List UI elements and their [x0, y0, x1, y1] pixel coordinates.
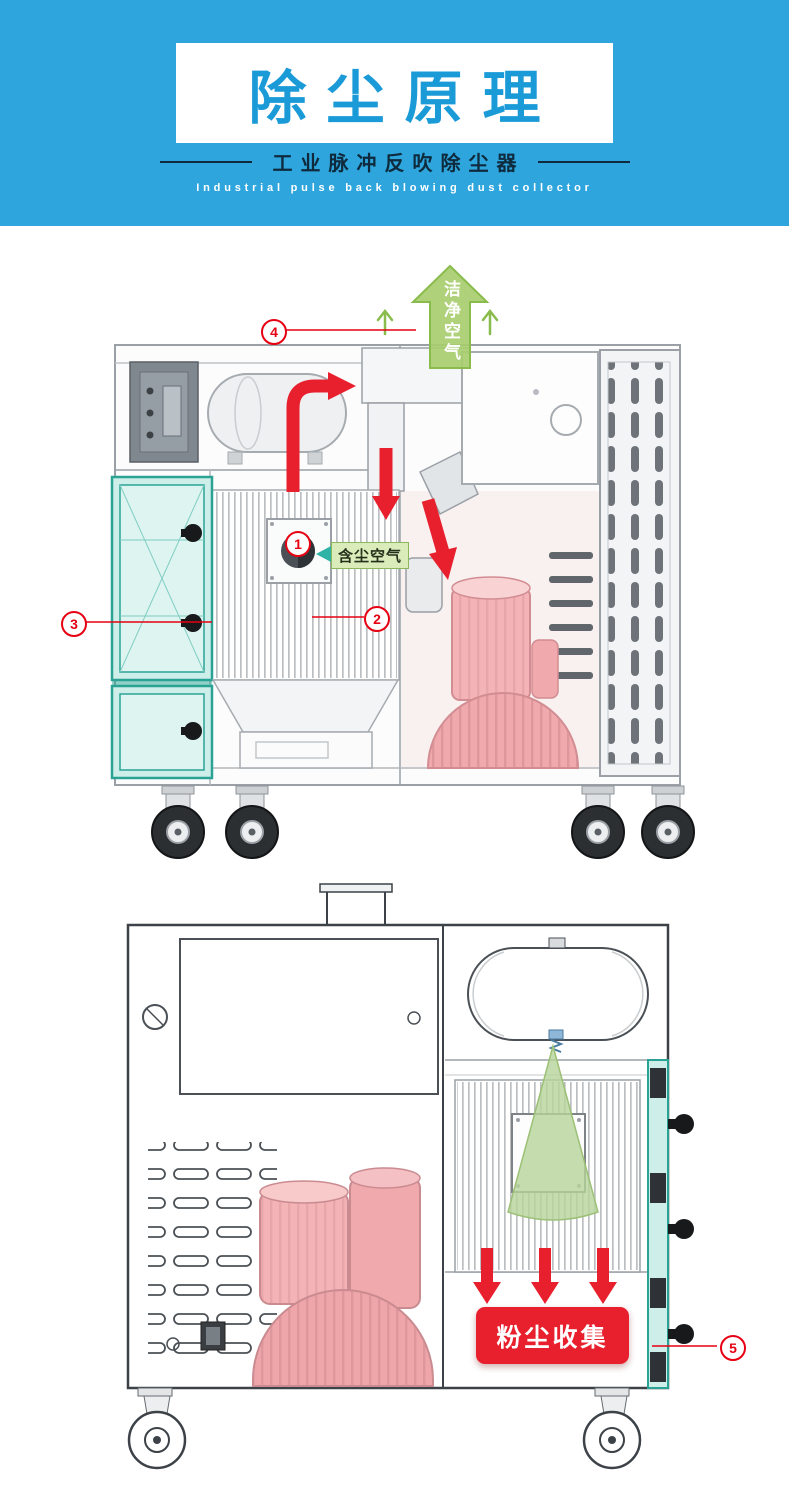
- blower-side: [426, 576, 580, 769]
- caster: [582, 1387, 642, 1470]
- exhaust-stub: [319, 883, 393, 927]
- callout-4-badge: 4: [261, 319, 287, 345]
- caster: [127, 1387, 187, 1470]
- caster: [641, 785, 695, 859]
- subtitle-line-right: [537, 160, 630, 163]
- casters-side: [151, 785, 695, 859]
- subtitle-line-left: [159, 160, 252, 163]
- dusty-air-label: 含尘空气: [316, 542, 410, 569]
- casters-rear: [127, 1387, 642, 1470]
- rear-left-panel: [142, 938, 439, 1351]
- door-hinge-strip: [647, 1059, 694, 1389]
- compressed-air-tank: [207, 373, 347, 465]
- page-title: 除尘原理: [248, 66, 561, 131]
- callout-2-badge: 2: [364, 606, 390, 632]
- subtitle: 工业脉冲反吹除尘器: [272, 153, 525, 175]
- callout-leader-lines: [83, 329, 416, 623]
- subtitle-english: Industrial pulse back blowing dust colle…: [196, 182, 593, 194]
- airflow-arrow-icons: [286, 372, 457, 580]
- caster: [151, 785, 205, 859]
- callout-5-badge: 5: [720, 1335, 746, 1361]
- header-banner: 除尘原理 工业脉冲反吹除尘器 Industrial pulse back blo…: [0, 0, 789, 226]
- dusty-air-label-text: 含尘空气: [338, 548, 403, 565]
- dust-collection-label: 粉尘收集: [476, 1307, 629, 1364]
- dust-hopper: [211, 679, 400, 769]
- clean-air-label: 洁净空气: [441, 280, 460, 364]
- caster: [225, 785, 279, 859]
- control-cabinet: [129, 361, 199, 463]
- diagram-rear-view: [126, 883, 717, 1470]
- callout-1-badge: 1: [285, 531, 311, 557]
- subtitle-row: 工业脉冲反吹除尘器: [0, 147, 789, 176]
- pulse-jet-cone: [507, 1043, 599, 1221]
- air-tank-rear: [467, 937, 649, 1053]
- caster: [571, 785, 625, 859]
- filter-cartridge-section: [210, 489, 400, 681]
- clean-air-arrow-icon: [410, 264, 490, 369]
- partition-slots: [549, 552, 593, 679]
- fan-housing-box: [461, 351, 599, 485]
- dust-fall-arrow-icons: [473, 1248, 617, 1304]
- blower-rear: [200, 1167, 434, 1387]
- diagram-side-view: [83, 264, 695, 859]
- title-box: 除尘原理: [176, 43, 613, 143]
- dusty-air-arrow-icon: [316, 546, 331, 562]
- access-doors-teal: [110, 475, 214, 780]
- callout-3-badge: 3: [61, 611, 87, 637]
- louver-panel: [599, 349, 681, 777]
